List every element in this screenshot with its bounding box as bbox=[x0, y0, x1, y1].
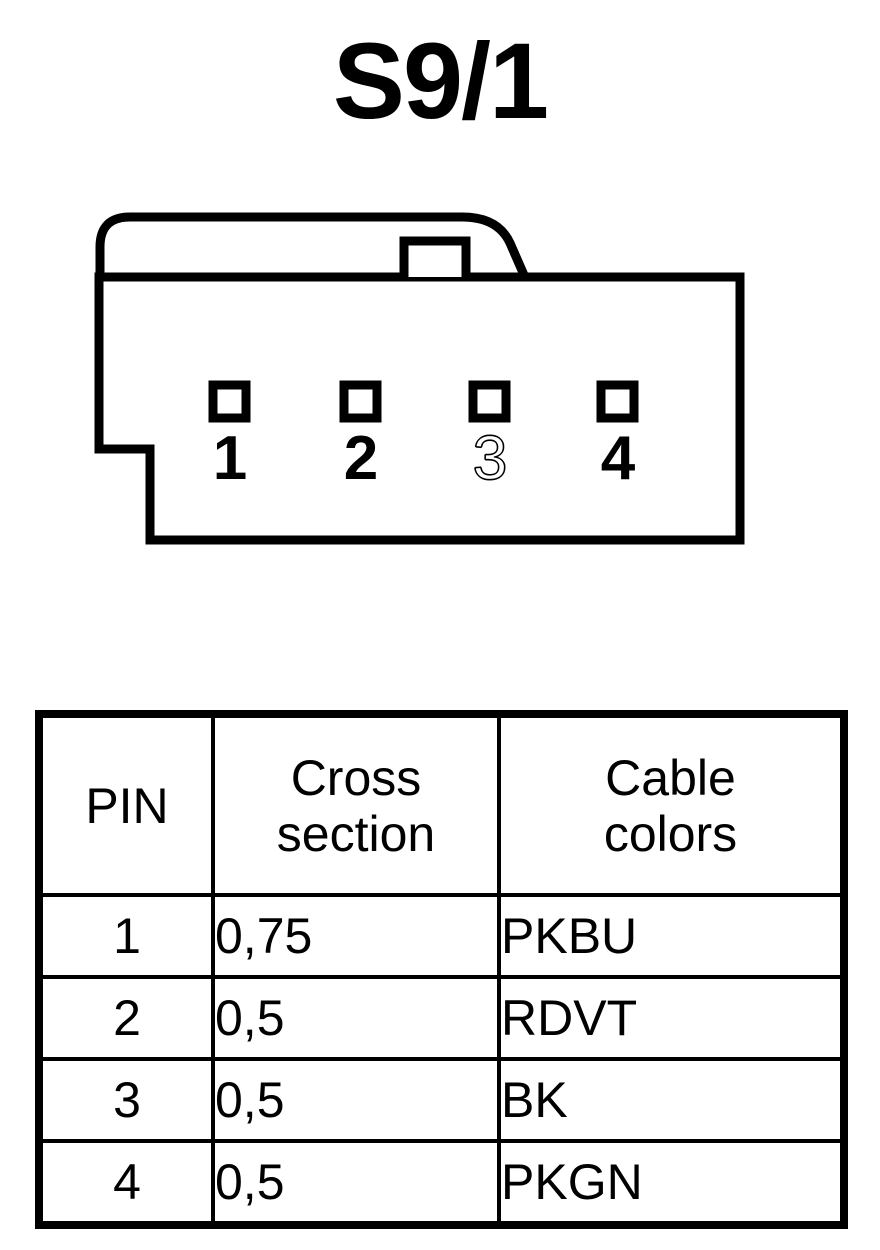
table-row: 4 0,5 PKGN bbox=[35, 1139, 848, 1229]
pin-socket-2 bbox=[339, 380, 382, 423]
header-cross-section: Cross section bbox=[211, 710, 501, 897]
table-row: 3 0,5 BK bbox=[35, 1057, 848, 1143]
table-header-row: PIN Cross section Cable colors bbox=[35, 710, 848, 897]
pin-number-3: 3 bbox=[472, 424, 508, 493]
header-cable-colors-line2: colors bbox=[603, 805, 738, 862]
page-title: S9/1 bbox=[332, 20, 549, 141]
header-pin: PIN bbox=[35, 710, 215, 897]
row-2-cable-colors: RDVT bbox=[497, 975, 848, 1061]
row-3-cross-section: 0,5 bbox=[211, 1057, 501, 1143]
pin-number-4: 4 bbox=[600, 424, 636, 493]
header-pin-label: PIN bbox=[85, 777, 169, 834]
connector-diagram: 1 2 3 4 bbox=[0, 195, 880, 570]
row-4-cross-section: 0,5 bbox=[211, 1139, 501, 1229]
header-cross-section-line2: section bbox=[276, 805, 436, 862]
header-cross-section-line1: Cross bbox=[290, 749, 422, 806]
row-2-pin: 2 bbox=[35, 975, 215, 1061]
row-1-cross-section: 0,75 bbox=[211, 893, 501, 979]
row-1-pin: 1 bbox=[35, 893, 215, 979]
connector-outline-svg bbox=[94, 212, 745, 545]
row-4-pin: 4 bbox=[35, 1139, 215, 1229]
pin-assignment-table: PIN Cross section Cable colors 1 0,75 PK… bbox=[35, 710, 848, 1229]
table-row: 2 0,5 RDVT bbox=[35, 975, 848, 1061]
table-row: 1 0,75 PKBU bbox=[35, 893, 848, 979]
row-1-cable-colors: PKBU bbox=[497, 893, 848, 979]
row-2-cross-section: 0,5 bbox=[211, 975, 501, 1061]
connector-body bbox=[94, 272, 745, 545]
pin-number-2: 2 bbox=[343, 424, 379, 493]
row-4-cable-colors: PKGN bbox=[497, 1139, 848, 1229]
pin-number-1: 1 bbox=[212, 424, 248, 493]
header-cable-colors-line1: Cable bbox=[605, 749, 736, 806]
latch-tab bbox=[399, 236, 471, 277]
pin-socket-1 bbox=[208, 380, 251, 423]
row-3-cable-colors: BK bbox=[497, 1057, 848, 1143]
header-cable-colors: Cable colors bbox=[497, 710, 848, 897]
pin-socket-4 bbox=[596, 380, 639, 423]
pin-socket-3 bbox=[468, 380, 511, 423]
row-3-pin: 3 bbox=[35, 1057, 215, 1143]
